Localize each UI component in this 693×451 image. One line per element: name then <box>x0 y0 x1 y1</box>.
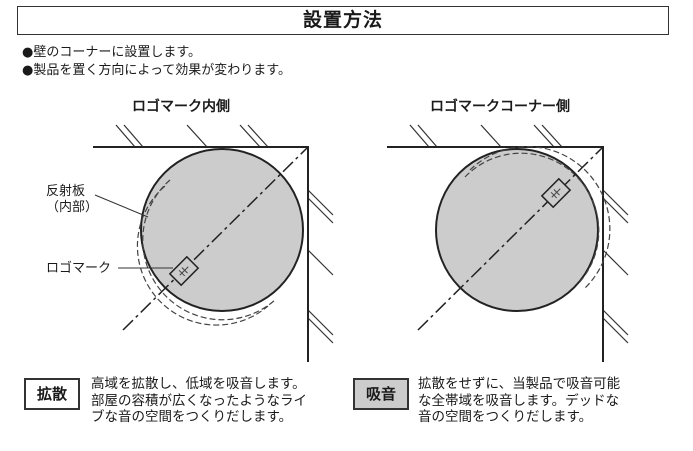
legend-description-absorption: 拡散をせずに、当製品で吸音可能 な全帯域を吸音します。デッドな 音の空間をつくり… <box>418 376 620 426</box>
wall-hatching-right-right <box>602 189 629 344</box>
legend-line: 高域を拡散し、低域を吸音します。 <box>91 376 306 392</box>
legend-line: な全帯域を吸音します。デッドな <box>418 392 620 409</box>
diagram-title-logo-corner: ロゴマークコーナー側 <box>430 99 570 115</box>
legend-line: 音の空間をつくりだします。 <box>418 409 593 425</box>
instructions: ●壁のコーナーに設置します。 ●製品を置く方向によって効果が変わります。 <box>22 44 291 80</box>
product-circle <box>140 148 304 312</box>
legend-description-diffusion: 高域を拡散し、低域を吸音します。 部屋の容積が広くなったようなライ ブな音の空間… <box>91 376 307 426</box>
wall-hatching-top <box>115 124 269 148</box>
reflector-label: 反射板 （内部） <box>46 184 98 216</box>
reflector-dashed-arc <box>142 179 276 321</box>
legend-line: ブな音の空間をつくりだします。 <box>91 409 293 425</box>
page-title: 設置方法 <box>17 6 669 35</box>
reflector-label-line2: （内部） <box>46 200 99 215</box>
legend-line: 部屋の容積が広くなったようなライ <box>91 392 307 409</box>
logo-mark <box>168 255 200 287</box>
reflector-label-line1: 反射板 <box>46 184 86 199</box>
wall-hatching-right <box>307 189 334 344</box>
legend-tag-diffusion: 拡散 <box>24 378 80 410</box>
logo-mark-right <box>540 177 572 209</box>
legend-tag-absorption: 吸音 <box>353 378 409 410</box>
instruction-item: ●製品を置く方向によって効果が変わります。 <box>22 63 292 78</box>
reflector-dashed-arc-right-inner <box>469 146 611 289</box>
wall-hatching-top-right <box>409 124 563 148</box>
leader-reflector <box>94 194 149 218</box>
logo-mark-label: ロゴマーク <box>46 261 112 276</box>
instruction-item: ●壁のコーナーに設置します。 <box>22 45 202 60</box>
legend-line: 拡散をせずに、当製品で吸音可能 <box>418 376 621 392</box>
diagram-title-logo-inside: ロゴマーク内側 <box>132 99 230 115</box>
axis-dashdot-line <box>122 146 309 331</box>
axis-dashdot-line-right <box>417 146 604 331</box>
